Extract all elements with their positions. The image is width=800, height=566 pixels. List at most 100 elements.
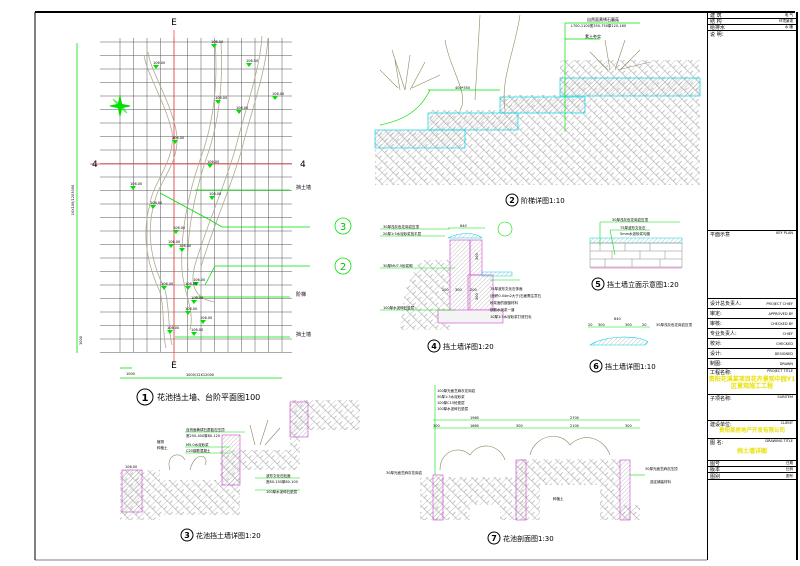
tb-field: 图号	[710, 461, 721, 467]
detail-7-number: 7	[491, 534, 497, 543]
dim-bottom: 1000/12X12000	[186, 373, 214, 377]
elevation-triangle-icon	[272, 96, 278, 100]
detail-7-dim-b: 1660	[470, 424, 479, 428]
detail-7-dim-d: 2100	[570, 424, 579, 428]
elevation-label: 106.00	[150, 201, 162, 205]
tb-subitem: 子项名称:SUBITEM	[708, 394, 796, 420]
tb-role-row: 审定:APPROVED BY	[708, 308, 796, 318]
callout-retaining-wall-2: 挡土墙	[296, 331, 311, 338]
detail-3-note-9: 100厚水泥碎石垫层	[266, 489, 298, 494]
detail-4-note-6: 砂浆面的嵌缝材料	[490, 300, 518, 305]
detail-7-note-1: 100厚光面芝麻灰花岗岩	[437, 388, 476, 393]
detail-3-note-2: 宽250-400厚80-120	[186, 433, 220, 438]
elevation-label: 106.00	[236, 106, 248, 110]
elevation-triangle-icon	[168, 244, 174, 248]
detail-4-note-3: 30厚MU7.5砂浆砌	[383, 263, 413, 268]
elevation-label: 106.00	[191, 328, 203, 332]
elevation-marker: 106.00	[215, 96, 227, 104]
elevation-marker: 106.00	[130, 182, 142, 190]
plan-section-lines	[76, 43, 352, 379]
tb-role-en: PROJECT CHIEF	[766, 301, 793, 306]
detail-4-note-5: (面积0.04m2大于)石面需注意石	[490, 293, 542, 298]
tb-role-label: 审核:	[710, 321, 722, 327]
tb-bottom-3: 图别图号	[708, 472, 796, 480]
tb-row-3: 给排水水 暖	[708, 24, 796, 31]
plan-grid	[90, 30, 292, 362]
detail-6-title: 挡土墙详图1:10	[605, 362, 656, 371]
elevation-triangle-icon	[185, 286, 191, 290]
dim-left-small: 1000	[79, 336, 83, 345]
callout-ref-3: 3	[340, 222, 346, 233]
elevation-triangle-icon	[185, 311, 191, 315]
tb-role-en: DRAWN	[779, 361, 793, 366]
elevation-marker: 106.00	[179, 244, 191, 252]
elevation-label: 106.00	[161, 282, 173, 286]
elevation-triangle-icon	[150, 205, 156, 209]
tb-discipline: 给排水	[710, 25, 726, 31]
detail-4-title: 挡土墙详图1:20	[443, 342, 494, 351]
elevation-label: 106.00	[209, 192, 221, 196]
elevation-marker: 106.00	[172, 136, 184, 144]
elevation-label: 106.00	[200, 316, 212, 320]
elevation-marker: 106.00	[272, 92, 284, 100]
detail-5-elevation: 30厚浅灰色花岗岩压顶 75厚波形文化石 5mm水泥砂浆勾缝 5 挡土墙立面示意…	[589, 217, 683, 291]
detail-7-dim-1960: 1960	[470, 416, 479, 420]
elevation-label: 106.00	[130, 182, 142, 186]
detail-3-number: 3	[184, 531, 190, 540]
dim-small: 1000	[126, 372, 135, 376]
detail-7-dim-c: 300	[516, 424, 523, 428]
dim-vertical: 10X100/12X3000	[71, 185, 75, 215]
elevation-triangle-icon	[173, 230, 179, 234]
tb-role-row: 审核: CHECKED BY	[708, 318, 796, 328]
elevation-triangle-icon	[167, 330, 173, 334]
tb-project: 工程名称:PROJECT TITLE	[708, 368, 796, 394]
detail-2-dim: 400*350	[455, 86, 470, 90]
axis-4-left: 4	[92, 160, 98, 170]
tb-role-label: 专业负责人:	[710, 331, 737, 337]
tb-row-2: 结 构环境景观	[708, 18, 796, 25]
tb-client: 建设单位:CLIENT	[708, 420, 796, 438]
elevation-label: 106.50	[246, 59, 258, 63]
elevation-triangle-icon	[191, 300, 197, 304]
detail-5-note-1: 30厚浅灰色花岗岩压顶	[612, 217, 648, 222]
elevation-triangle-icon	[193, 282, 199, 286]
detail-7-side-note-4: 种植土	[553, 496, 564, 501]
detail-6-dim-a: 20	[588, 323, 592, 327]
detail-5-note-2: 75厚波形文化石	[620, 225, 646, 230]
detail-3-note-8: 宽80-150厚60-100	[266, 479, 298, 484]
tb-role-row: 制图:DRAWN	[708, 358, 796, 368]
elevation-triangle-icon	[153, 65, 159, 69]
elevation-label: 106.00	[211, 40, 223, 44]
tb-field: 比例	[786, 467, 793, 471]
elevation-marker: 106.00	[150, 201, 162, 209]
detail-5-number: 5	[595, 280, 601, 289]
elevation-marker: 106.00	[185, 307, 197, 315]
tb-role-en: CHECKED BY	[770, 321, 793, 326]
tb-bottom-1: 图号日期	[708, 460, 796, 467]
detail-4-dim-a: 200	[442, 288, 449, 292]
callout-retaining-wall: 挡土墙	[296, 184, 311, 191]
detail-6-dim-640: 640	[614, 317, 621, 321]
detail-3-note-4: C20钢筋混凝土	[186, 448, 211, 453]
elevation-label: 106.00	[173, 226, 185, 230]
tb-role-label: 设计总负责人:	[710, 301, 742, 307]
detail-7-planter-section: 100厚光面芝麻灰花岗岩 30厚1:3水泥砂浆 100厚C15砼垫层 100厚水…	[386, 385, 678, 545]
detail-3-note-5: 植物	[157, 439, 164, 444]
tb-subitem-en: SUBITEM	[777, 395, 793, 399]
elevation-triangle-icon	[207, 164, 213, 168]
elevation-marker: 106.50	[246, 59, 258, 67]
detail-3-note-1: 自然面黄锈石蘑菇石压顶	[186, 427, 225, 432]
elevation-label: 106.00	[272, 92, 284, 96]
elevation-label: 106.00	[185, 307, 197, 311]
elevation-triangle-icon	[179, 248, 185, 252]
detail-2-note-3: 素土夯实	[585, 33, 601, 39]
detail-6-dim-b: 300	[598, 323, 605, 327]
tb-project-label: 工程名称:	[710, 370, 732, 376]
tb-drawing-name: 挡土墙详图	[736, 448, 767, 455]
tb-bottom-2: 版本比例	[708, 466, 796, 473]
tb-field: 图号	[786, 473, 793, 478]
detail-4-note-9: 100厚水泥碎石垫层	[383, 305, 415, 310]
tb-role-label: 校对:	[710, 341, 722, 347]
